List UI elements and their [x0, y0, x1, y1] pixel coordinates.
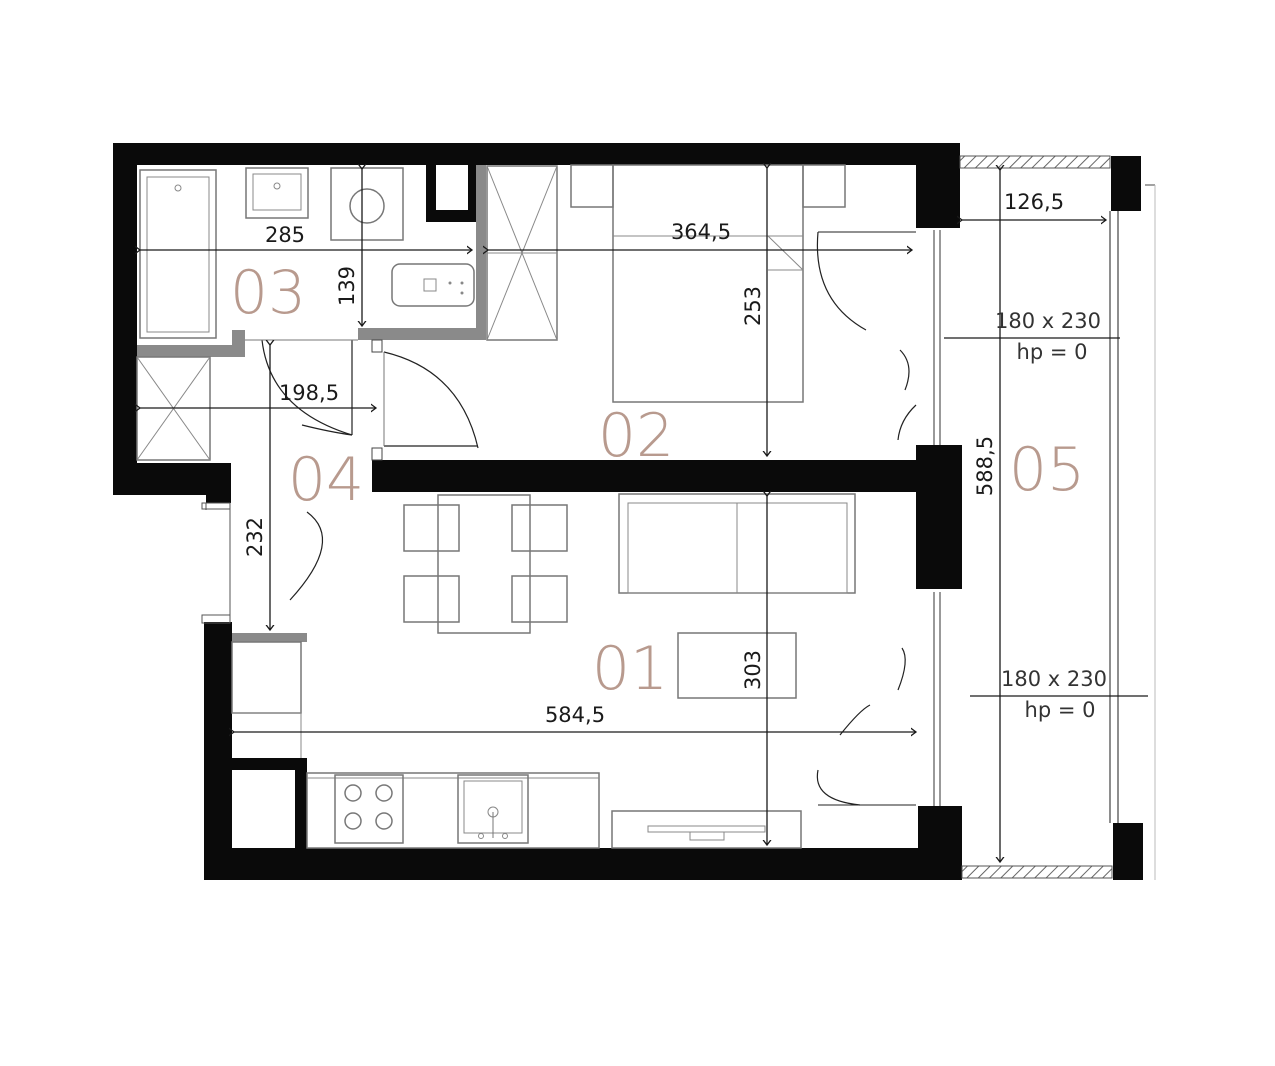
- room-labels: 03 02 04 01 05: [230, 258, 1085, 704]
- tv-stand: [611, 810, 802, 849]
- dim-balcony-length: 588,5: [973, 436, 997, 496]
- room-02-label: 02: [598, 401, 674, 471]
- dim-hall-width: 198,5: [279, 381, 339, 405]
- room-01-label: 01: [592, 634, 668, 704]
- nightstand: [570, 164, 614, 208]
- dim-bedroom-depth: 253: [741, 286, 765, 326]
- dim-bathroom-width: 285: [265, 223, 305, 247]
- window-2-size: 180 x 230: [1001, 667, 1107, 691]
- dim-bedroom-width: 364,5: [671, 220, 731, 244]
- balcony: [959, 155, 1156, 880]
- room-05-label: 05: [1009, 435, 1085, 505]
- dim-hall-depth: 232: [243, 517, 267, 557]
- window-1-size: 180 x 230: [995, 309, 1101, 333]
- room-03-label: 03: [230, 258, 306, 328]
- dining-table: [437, 494, 531, 634]
- room-04-label: 04: [288, 445, 364, 515]
- dim-living-width: 584,5: [545, 703, 605, 727]
- toilet: [391, 263, 475, 307]
- bathtub: [139, 169, 217, 339]
- glazing: [201, 230, 941, 806]
- dim-bathroom-depth: 139: [335, 266, 359, 306]
- bed: [612, 164, 804, 403]
- dim-living-depth: 303: [741, 650, 765, 690]
- washbasin: [245, 167, 309, 219]
- cooktop: [334, 774, 404, 844]
- washing-machine: [330, 167, 404, 241]
- outer-walls: [113, 143, 1143, 880]
- window-1-hp: hp = 0: [1017, 340, 1088, 364]
- window-2-hp: hp = 0: [1025, 698, 1096, 722]
- fridge: [231, 641, 302, 714]
- partitions: [137, 165, 486, 642]
- coffee-table: [677, 632, 797, 699]
- nightstand: [802, 164, 846, 208]
- kitchen-counter: [306, 772, 600, 849]
- dimension-labels: 285 364,5 126,5 139 253 198,5 232 584,5 …: [243, 190, 1064, 727]
- dimension-lines: [140, 168, 1148, 862]
- window-labels: 180 x 230 hp = 0 180 x 230 hp = 0: [995, 309, 1107, 722]
- dim-balcony-depth: 126,5: [1004, 190, 1064, 214]
- sink: [457, 774, 529, 844]
